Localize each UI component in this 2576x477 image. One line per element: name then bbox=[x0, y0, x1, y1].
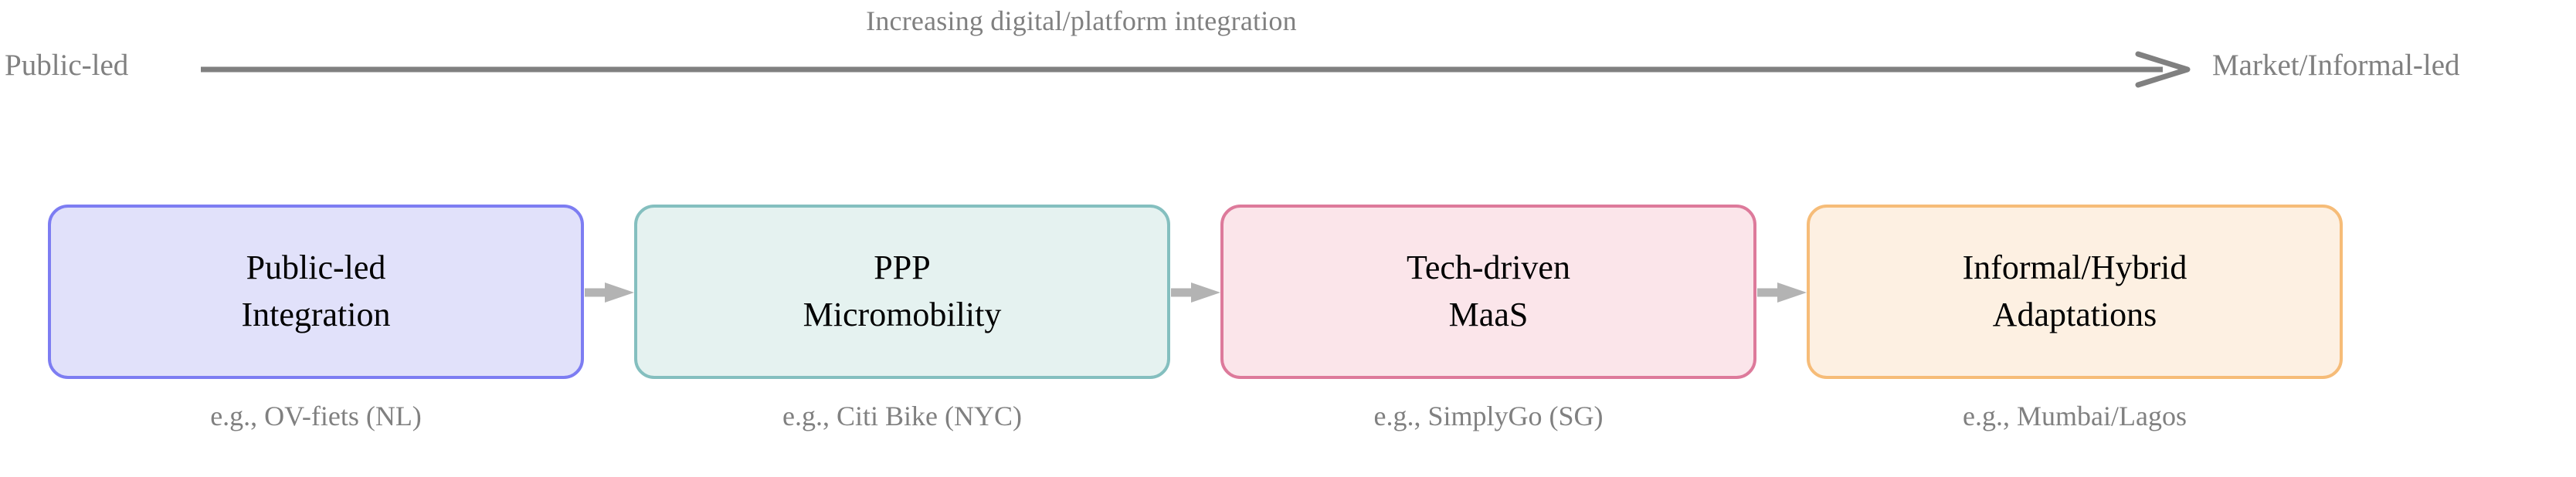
axis-arrow-icon bbox=[201, 51, 2191, 88]
stage-box-public-led-integration[interactable]: Public-led Integration bbox=[48, 205, 584, 379]
stage-title-line-1: PPP bbox=[874, 249, 931, 287]
stage-box-tech-driven-maas[interactable]: Tech-driven MaaS bbox=[1220, 205, 1756, 379]
arrow-right-icon-1 bbox=[585, 282, 634, 303]
stage-title-line-1: Public-led bbox=[246, 249, 386, 287]
axis-right-label: Market/Informal-led bbox=[2212, 49, 2460, 82]
stage-title-line-2: MaaS bbox=[1448, 296, 1529, 333]
stage-box-informal-hybrid-adaptations[interactable]: Informal/Hybrid Adaptations bbox=[1807, 205, 2343, 379]
arrow-right-icon-3 bbox=[1757, 282, 1807, 303]
stage-title-line-1: Tech-driven bbox=[1407, 249, 1570, 287]
example-caption-informal-hybrid-adaptations: e.g., Mumbai/Lagos bbox=[1963, 401, 2187, 431]
example-caption-ppp-micromobility: e.g., Citi Bike (NYC) bbox=[782, 401, 1022, 431]
axis-left-label: Public-led bbox=[5, 49, 129, 82]
spectrum-axis: Increasing digital/platform integration … bbox=[0, 0, 2576, 88]
example-captions: e.g., OV-fiets (NL) e.g., Citi Bike (NYC… bbox=[0, 400, 2576, 454]
stage-sequence: Public-led Integration PPP Micromobility… bbox=[0, 205, 2576, 381]
stage-title-line-2: Adaptations bbox=[1992, 296, 2157, 333]
stage-box-ppp-micromobility[interactable]: PPP Micromobility bbox=[634, 205, 1170, 379]
example-caption-public-led-integration: e.g., OV-fiets (NL) bbox=[210, 401, 422, 431]
arrow-right-icon-2 bbox=[1171, 282, 1220, 303]
example-caption-tech-driven-maas: e.g., SimplyGo (SG) bbox=[1373, 401, 1604, 431]
axis-caption-label: Increasing digital/platform integration bbox=[866, 5, 1297, 36]
stage-title-line-2: Micromobility bbox=[803, 296, 1002, 333]
stage-title-line-2: Integration bbox=[241, 296, 391, 333]
stage-title-line-1: Informal/Hybrid bbox=[1962, 249, 2187, 287]
